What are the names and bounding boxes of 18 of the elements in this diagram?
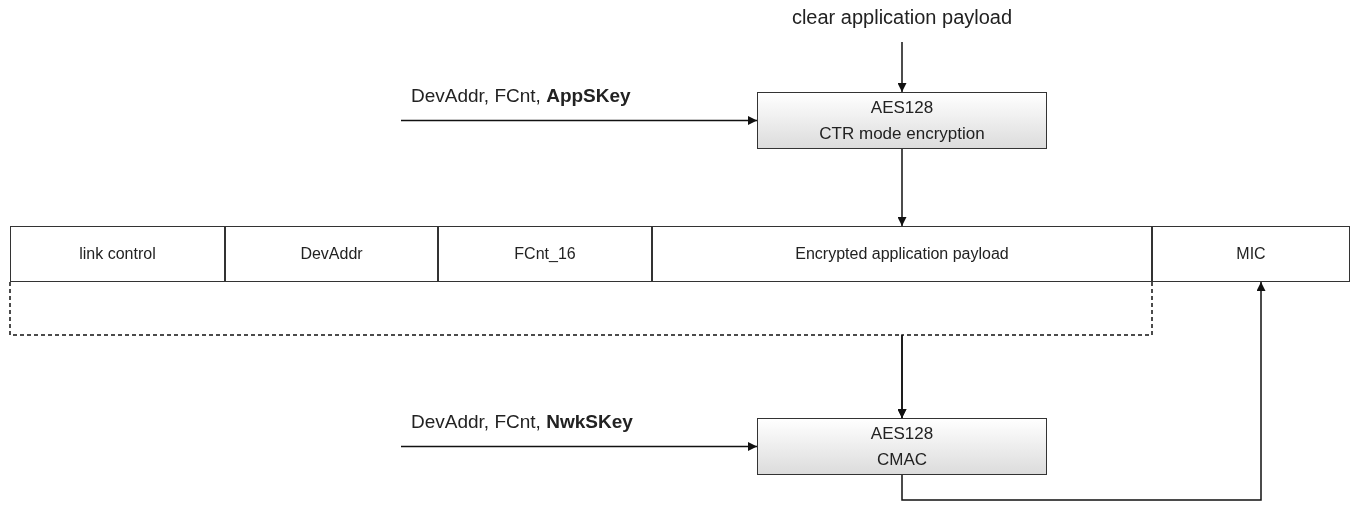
box-text: AES128: [870, 96, 934, 119]
input-label: clear application payload: [762, 2, 1042, 32]
box-text: AES128: [870, 422, 934, 445]
frame-field: Encrypted application payload: [652, 226, 1152, 282]
process-box: [757, 418, 1047, 475]
box-text: CTR mode encryption: [819, 122, 985, 145]
arrow: [400, 116, 758, 125]
process-box: [757, 92, 1047, 149]
frame-field: FCnt_16: [438, 226, 652, 282]
frame-field: MIC: [1152, 226, 1350, 282]
arrow: [400, 442, 758, 451]
arrow: [897, 281, 1153, 419]
box-text: CMAC: [876, 448, 928, 471]
arrow: [897, 148, 907, 227]
arrow: [897, 41, 907, 93]
frame-field: link control: [10, 226, 225, 282]
arrow: [901, 281, 1266, 501]
frame-field: DevAddr: [225, 226, 438, 282]
